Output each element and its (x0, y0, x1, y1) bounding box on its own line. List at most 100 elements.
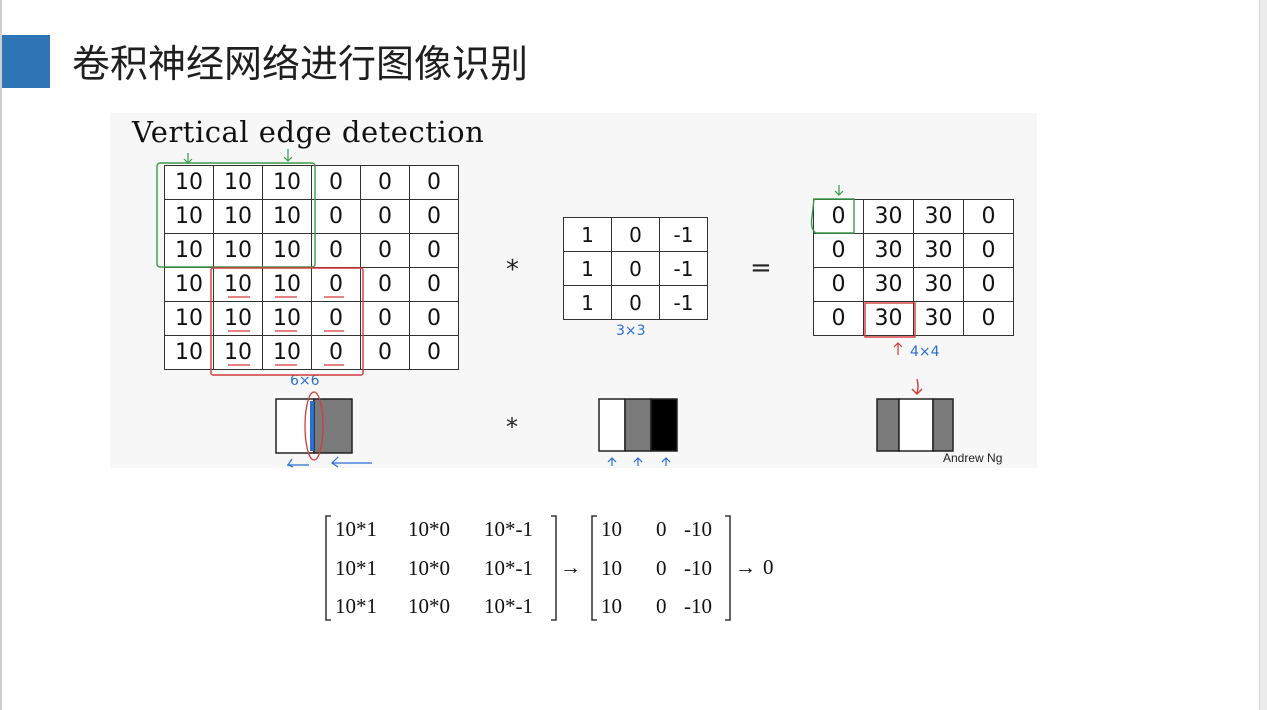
equals-operator: = (750, 253, 772, 283)
input-cell: 10 (213, 199, 263, 234)
formula-left-entry: 10*1 (335, 556, 377, 580)
output-gray-right (932, 398, 954, 452)
credit-label: Andrew Ng (943, 451, 1003, 465)
output-gray-left (876, 398, 900, 452)
red-window-outline (210, 267, 364, 376)
formula-mid-entry: 0 (656, 517, 667, 541)
left-matrix-open-bracket (325, 515, 331, 621)
input-cell: 0 (311, 301, 361, 336)
formula-mid-entry: -10 (684, 517, 712, 541)
filter-black-band (650, 398, 678, 452)
formula-left-entry: 10*-1 (484, 517, 533, 541)
output-cell: 0 (963, 199, 1014, 234)
input-cell: 10 (262, 165, 312, 200)
left-matrix-close-bracket (551, 515, 557, 621)
convolution-operator: * (506, 255, 519, 285)
red-output-outline (864, 302, 916, 338)
output-size-note: 4×4 (910, 344, 940, 360)
green-output-outline (810, 198, 855, 234)
formula-arrow: → (560, 555, 581, 579)
slide-left-border (0, 0, 2, 710)
input-cell: 10 (213, 233, 263, 268)
input-cell: 0 (409, 335, 459, 370)
green-arrow-icon (283, 149, 293, 162)
slide-scrollbar[interactable] (1259, 0, 1267, 710)
formula-mid-entry: 0 (656, 556, 667, 580)
filter-cell: 0 (611, 217, 660, 252)
input-cell: 10 (262, 233, 312, 268)
input-cell: 0 (360, 165, 410, 200)
blue-arrow-icons (607, 457, 671, 466)
formula-left-entry: 10*0 (408, 594, 450, 618)
formula-mid-entry: 10 (601, 517, 622, 541)
output-cell: 30 (913, 199, 964, 234)
input-cell: 10 (164, 301, 214, 336)
figure-title: Vertical edge detection (132, 115, 485, 149)
input-cell: 10 (164, 233, 214, 268)
input-cell: 10 (164, 335, 214, 370)
input-white-half (275, 398, 315, 454)
filter-size-note: 3×3 (616, 323, 646, 339)
output-cell: 0 (963, 267, 1014, 302)
formula-mid-entry: -10 (684, 556, 712, 580)
filter-cell: 0 (611, 251, 660, 286)
blue-arrow-icon (287, 458, 309, 468)
output-cell: 0 (813, 233, 864, 268)
input-cell: 10 (262, 301, 312, 336)
red-edge-ellipse (304, 391, 324, 461)
bottom-convolution-operator: * (506, 413, 518, 441)
green-window-outline (156, 162, 316, 268)
green-arrow-icon (183, 153, 193, 164)
input-cell: 0 (409, 199, 459, 234)
output-cell: 30 (863, 301, 914, 336)
formula-mid-entry: 10 (601, 594, 622, 618)
slide-title: 卷积神经网络进行图像识别 (72, 42, 529, 86)
blue-arrow-icon (331, 456, 372, 468)
filter-cell: -1 (659, 285, 708, 320)
formula-mid-entry: 0 (656, 594, 667, 618)
filter-white-band (598, 398, 626, 452)
red-arrow-icon (911, 378, 923, 395)
filter-cell: 1 (563, 285, 612, 320)
input-cell: 0 (360, 301, 410, 336)
formula-result: 0 (763, 555, 774, 579)
formula-left-entry: 10*1 (335, 517, 377, 541)
formula-left-entry: 10*0 (408, 517, 450, 541)
filter-gray-band (624, 398, 652, 452)
output-cell: 30 (913, 267, 964, 302)
output-cell: 0 (813, 199, 864, 234)
formula-mid-entry: 10 (601, 556, 622, 580)
formula-mid-entry: -10 (684, 594, 712, 618)
output-cell: 0 (813, 267, 864, 302)
input-cell: 10 (262, 335, 312, 370)
input-cell: 0 (409, 301, 459, 336)
output-cell: 30 (913, 301, 964, 336)
title-accent-block (2, 35, 50, 88)
output-cell: 0 (963, 301, 1014, 336)
red-underline-marks (228, 296, 344, 366)
input-cell: 10 (213, 335, 263, 370)
formula-left-entry: 10*-1 (484, 556, 533, 580)
output-cell: 30 (863, 199, 914, 234)
input-cell: 10 (164, 165, 214, 200)
mid-matrix-open-bracket (591, 515, 597, 621)
mid-matrix-close-bracket (725, 515, 731, 621)
formula-left-entry: 10*-1 (484, 594, 533, 618)
formula-arrow: → (735, 555, 756, 579)
formula-left-entry: 10*0 (408, 556, 450, 580)
input-cell: 0 (360, 233, 410, 268)
input-cell: 0 (409, 233, 459, 268)
formula-left-entry: 10*1 (335, 594, 377, 618)
input-cell: 0 (311, 199, 361, 234)
